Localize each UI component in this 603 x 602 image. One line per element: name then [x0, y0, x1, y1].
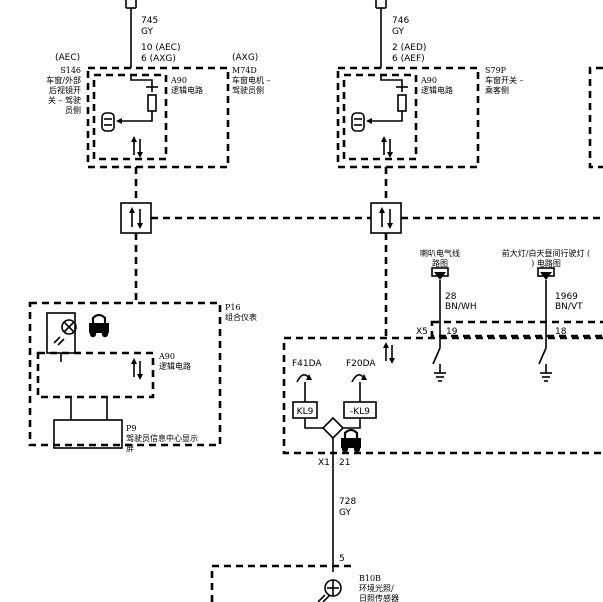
headlamp-ref-line1[interactable]: 前大灯/白天昼间行驶灯 (	[502, 248, 590, 258]
lamp-icon	[53, 319, 77, 346]
data-arrows-icon-left	[131, 136, 143, 158]
window-motor-icon-right	[351, 112, 365, 132]
light-sensor-icon	[317, 579, 342, 602]
svg-text:逻辑电路: 逻辑电路	[421, 85, 453, 95]
splice-pack-left[interactable]	[120, 202, 152, 234]
variant-axg-label: (AXG)	[232, 53, 258, 63]
svg-text:驾驶员侧: 驾驶员侧	[232, 85, 264, 95]
fuse-f20da-icon[interactable]	[351, 374, 367, 402]
right-pin-line1: 2 (AED)	[392, 43, 426, 53]
serial-data-bus	[120, 167, 603, 338]
wire-728-number: 728	[339, 497, 356, 507]
wire-746-color: GY	[392, 27, 405, 37]
x5-connector-band	[430, 320, 603, 338]
security-lock-icon	[89, 313, 109, 338]
svg-text:逻辑电路: 逻辑电路	[159, 361, 191, 371]
horn-switch-contact	[432, 347, 441, 365]
ground-icon-lamp	[540, 372, 552, 382]
s79p-code: S79P	[485, 66, 507, 75]
b10b-component-box[interactable]	[210, 564, 355, 602]
s79p-component-box[interactable]	[336, 66, 480, 169]
svg-text:后视镜开: 后视镜开	[49, 85, 81, 95]
svg-text:组合仪表: 组合仪表	[225, 312, 257, 322]
data-arrows-icon-cluster	[131, 358, 143, 380]
a90-code-cluster: A90	[158, 352, 175, 361]
a90-logic-box-right[interactable]	[342, 73, 418, 161]
kl9-label-right: -KL9	[350, 407, 370, 417]
wire-746-number: 746	[392, 16, 409, 26]
wire-28-color: BN/WH	[445, 302, 477, 312]
wire-745-color: GY	[141, 27, 154, 37]
wire-1969-color: BN/VT	[555, 302, 583, 312]
wire-1969-number: 1969	[555, 292, 578, 302]
right-pin-line2: 6 (AEF)	[392, 54, 425, 64]
svg-text:车窗电机 –: 车窗电机 –	[232, 75, 271, 85]
ground-icon-horn	[434, 372, 446, 382]
wire-745-number: 745	[141, 16, 158, 26]
partial-component-box-right-edge	[588, 66, 603, 169]
splice-arrows-icon-left	[129, 207, 143, 229]
m74d-code: M74D	[232, 66, 257, 75]
svg-text:车窗/外部: 车窗/外部	[46, 75, 81, 85]
p16-cluster-box[interactable]	[28, 301, 222, 447]
splice-pack-right[interactable]	[370, 202, 402, 234]
left-pin-line2: 6 (AXG)	[141, 54, 176, 64]
fuse-f20da-label: F20DA	[346, 359, 376, 369]
logic-diamond	[321, 416, 345, 440]
right-window-module: 746 GY 2 (AED) 6 (AEF) A90 逻辑电路 S79P 车窗开…	[336, 0, 603, 169]
left-window-module: 745 GY 10 (AEC) 6 (AXG) (AEC) (AXG) S146	[46, 0, 271, 169]
circuit-references: 喇叭电气线 路图 前大灯/白天昼间行驶灯 ( ) 电路图 28 BN/WH 19…	[416, 248, 603, 338]
svg-text:关 – 驾驶: 关 – 驾驶	[48, 95, 81, 105]
body-control-module: F41DA F20DA KL9 -KL9 X1 21	[282, 336, 603, 468]
x5-connector-label: X5	[416, 327, 428, 337]
security-lock-icon-bcm	[341, 428, 361, 453]
data-arrows-icon-bcm	[383, 342, 395, 364]
p16-code: P16	[225, 303, 241, 312]
wire-728-color: GY	[339, 508, 352, 518]
svg-text:乘客侧: 乘客侧	[485, 85, 509, 95]
p9-code: P9	[126, 424, 136, 433]
svg-text:员侧: 员侧	[65, 105, 81, 115]
a90-code-right: A90	[420, 76, 437, 85]
svg-text:环境光照/: 环境光照/	[359, 583, 394, 593]
x1-connector-label: X1	[318, 458, 330, 468]
window-motor-icon-left	[101, 112, 115, 132]
svg-text:驾驶员信息中心显示: 驾驶员信息中心显示	[126, 433, 198, 443]
a90-code-left: A90	[170, 76, 187, 85]
ambient-light-sensor-b10b: 728 GY 5 B10B 环境光照/ 日照传感器	[210, 453, 399, 602]
svg-text:车窗开关 –: 车窗开关 –	[485, 75, 524, 85]
switch-symbol-right	[397, 94, 407, 112]
fuse-f41da-label: F41DA	[292, 359, 322, 369]
p9-driver-info-display[interactable]	[53, 419, 123, 449]
instrument-cluster-p16: P16 组合仪表 A90 逻辑电路 P9	[28, 301, 257, 453]
svg-text:屏: 屏	[126, 444, 134, 453]
lamp-switch-contact	[538, 347, 547, 365]
x5-pin-19: 19	[446, 327, 458, 337]
x1-pin-21: 21	[339, 458, 350, 468]
s146-m74d-component-box[interactable]	[86, 66, 230, 169]
svg-text:逻辑电路: 逻辑电路	[171, 85, 203, 95]
svg-text:) 电路图[interactable]: ) 电路图	[531, 258, 561, 268]
s146-code: S146	[60, 66, 81, 75]
fuse-f41da-icon[interactable]	[296, 374, 312, 402]
sensor-pin-5: 5	[339, 554, 345, 564]
left-pin-line1: 10 (AEC)	[141, 43, 180, 53]
kl9-label-left: KL9	[297, 407, 314, 417]
data-arrows-icon-right	[381, 136, 393, 158]
splice-arrows-icon-right	[379, 207, 393, 229]
a90-logic-box-left[interactable]	[92, 73, 168, 161]
b10b-code: B10B	[359, 574, 381, 583]
x5-pin-18: 18	[555, 327, 567, 337]
horn-ref-line1[interactable]: 喇叭电气线	[420, 248, 460, 258]
switch-symbol-left	[147, 94, 157, 112]
wire-28-number: 28	[445, 292, 457, 302]
svg-text:路图[interactable]: 路图	[432, 258, 448, 268]
variant-aec-label: (AEC)	[55, 53, 80, 63]
bcm-component-box[interactable]	[282, 336, 603, 455]
a90-logic-box-cluster[interactable]	[36, 351, 155, 399]
svg-text:日照传感器: 日照传感器	[359, 593, 399, 602]
